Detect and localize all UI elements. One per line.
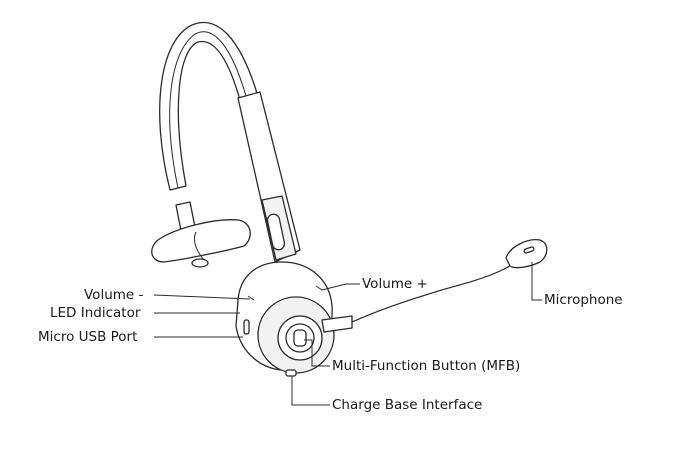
stabilizer-pad: [151, 201, 251, 268]
earcup: [235, 261, 335, 377]
label-charge-base-interface: Charge Base Interface: [332, 397, 483, 413]
headband-slider: [237, 91, 301, 263]
leader-volume-minus: [153, 294, 251, 300]
label-mfb: Multi-Function Button (MFB): [332, 358, 521, 374]
label-micro-usb-port: Micro USB Port: [38, 329, 138, 345]
label-led-indicator: LED Indicator: [50, 305, 141, 321]
mic-boom: [321, 239, 548, 333]
label-volume-minus: Volume -: [84, 287, 144, 303]
leader-charge-base: [291, 376, 330, 406]
label-microphone: Microphone: [544, 292, 623, 308]
leader-microphone: [531, 262, 542, 301]
leader-volume-plus: [321, 283, 360, 291]
label-volume-plus: Volume +: [362, 276, 428, 292]
leader-mfb: [304, 339, 330, 367]
